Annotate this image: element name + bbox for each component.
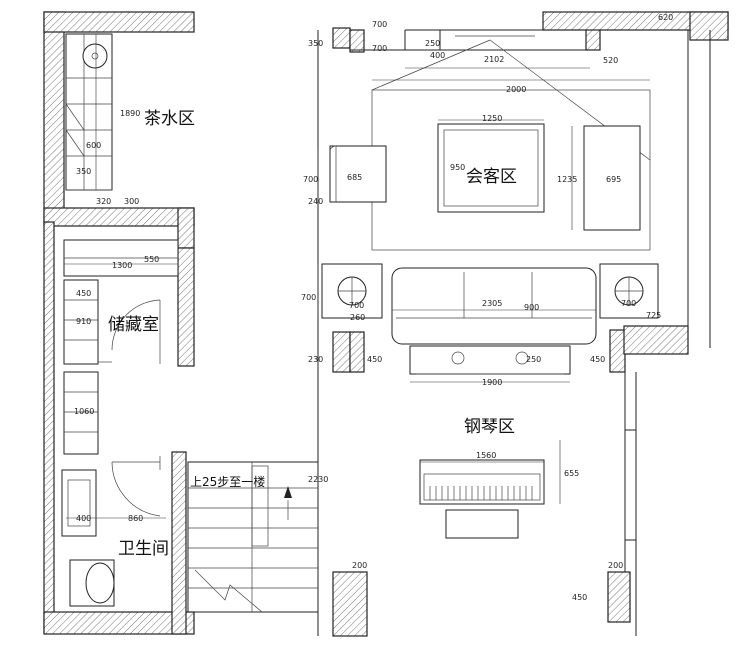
dim-label: 200 [608, 561, 623, 570]
dim-label: 600 [86, 141, 101, 150]
dim-label: 2102 [484, 55, 504, 64]
dim-label: 260 [350, 313, 365, 322]
dim-label: 860 [128, 514, 143, 523]
dim-label: 1250 [482, 114, 502, 123]
dim-label: 350 [76, 167, 91, 176]
dim-label: 200 [352, 561, 367, 570]
staircase [187, 461, 319, 613]
room-labels: 茶水区 会客区 储藏室 钢琴区 卫生间 上25步至一楼 [108, 109, 517, 559]
dim-label: 250 [425, 39, 440, 48]
dim-label: 1900 [482, 378, 502, 387]
room-label-tea: 茶水区 [144, 109, 195, 129]
dim-label: 700 [349, 301, 364, 310]
dim-label: 1060 [74, 407, 94, 416]
dim-label: 1300 [112, 261, 132, 270]
storage-fixtures [63, 239, 179, 455]
bathroom-fixtures [61, 456, 161, 607]
room-label-storage: 储藏室 [108, 315, 159, 335]
dim-label: 725 [646, 311, 661, 320]
dimension-lines [64, 34, 650, 519]
dim-label: 2305 [482, 299, 502, 308]
tea-counter [65, 33, 113, 191]
dim-label: 1235 [557, 175, 577, 184]
dim-label: 700 [372, 44, 387, 53]
dim-label: 450 [572, 593, 587, 602]
stair-note: 上25步至一楼 [190, 474, 265, 489]
dim-label: 900 [524, 303, 539, 312]
dim-label: 695 [606, 175, 621, 184]
dim-label: 700 [301, 293, 316, 302]
piano-keys [429, 486, 533, 500]
dim-label: 700 [621, 299, 636, 308]
dim-label: 2000 [506, 85, 526, 94]
dim-label: 700 [372, 20, 387, 29]
dim-label: 550 [144, 255, 159, 264]
dim-label: 1890 [120, 109, 140, 118]
dim-label: 620 [658, 13, 673, 22]
dim-label: 230 [308, 355, 323, 364]
piano [419, 459, 545, 539]
dim-label: 400 [76, 514, 91, 523]
dim-label: 1560 [476, 451, 496, 460]
dim-label: 685 [347, 173, 362, 182]
dim-label: 240 [308, 197, 323, 206]
room-label-bathroom: 卫生间 [118, 539, 169, 559]
dim-label: 450 [590, 355, 605, 364]
dim-label: 450 [367, 355, 382, 364]
dim-label: 250 [526, 355, 541, 364]
dim-label: 655 [564, 469, 579, 478]
dimension-labels: 700 700 2102 620 2000 350 250 400 520 12… [74, 13, 673, 602]
dim-label: 910 [76, 317, 91, 326]
walls [43, 11, 729, 637]
dim-label: 700 [303, 175, 318, 184]
dim-label: 2230 [308, 475, 328, 484]
dim-label: 520 [603, 56, 618, 65]
dim-label: 350 [308, 39, 323, 48]
room-label-piano: 钢琴区 [464, 417, 515, 437]
meeting-furniture [321, 39, 659, 375]
dim-label: 300 [124, 197, 139, 206]
room-label-meeting: 会客区 [466, 167, 517, 187]
dim-label: 450 [76, 289, 91, 298]
dim-label: 400 [430, 51, 445, 60]
dim-label: 320 [96, 197, 111, 206]
dim-label: 950 [450, 163, 465, 172]
